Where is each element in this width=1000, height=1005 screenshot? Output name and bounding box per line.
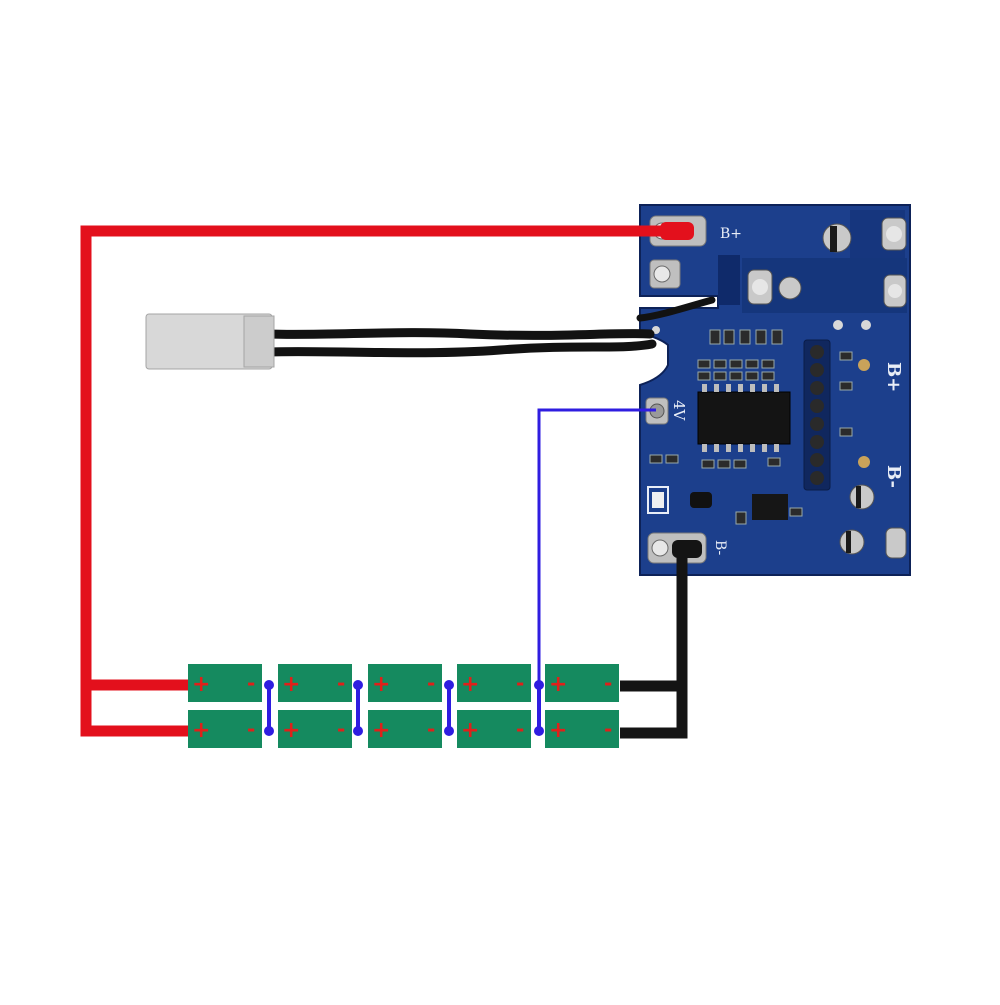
component-outline <box>647 486 669 514</box>
battery-cell-body <box>368 664 442 702</box>
battery-cell-body <box>457 710 531 748</box>
cell-negative-sign: - <box>427 671 435 695</box>
cell-negative-sign: - <box>516 717 524 741</box>
cell-negative-sign: - <box>604 671 612 695</box>
battery-cell: +- <box>457 710 531 748</box>
battery-cell-body <box>188 710 262 748</box>
connector-cable <box>145 296 716 370</box>
cell-positive-sign: + <box>549 718 567 743</box>
battery-pack: +-+-+-+-+-+-+-+-+-+- <box>188 664 619 748</box>
battery-cell: +- <box>457 664 531 702</box>
cell-positive-sign: + <box>549 672 567 697</box>
b-minus-bottom-label: B- <box>712 540 728 556</box>
cell-positive-sign: + <box>461 672 479 697</box>
cell-negative-sign: - <box>604 717 612 741</box>
link-node <box>444 680 454 690</box>
link-node <box>534 726 544 736</box>
cell-positive-sign: + <box>192 672 210 697</box>
balance-wire <box>537 408 656 732</box>
cell-negative-sign: - <box>337 717 345 741</box>
cell-negative-sign: - <box>247 671 255 695</box>
battery-cell-body <box>457 664 531 702</box>
positive-wire-end <box>660 222 694 240</box>
battery-cell-body <box>368 710 442 748</box>
cell-negative-sign: - <box>337 671 345 695</box>
battery-cell: +- <box>368 710 442 748</box>
cell-negative-sign: - <box>427 717 435 741</box>
cell-positive-sign: + <box>192 718 210 743</box>
link-nodes <box>264 680 544 736</box>
b-plus-top-label: B+ <box>720 226 742 242</box>
link-node <box>534 680 544 690</box>
screw-terminal <box>778 276 802 300</box>
cell-positive-sign: + <box>282 672 300 697</box>
bms-board: B+ B+ <box>639 204 911 576</box>
secondary-ic-chip <box>752 494 788 520</box>
link-node <box>264 726 274 736</box>
pin-header <box>803 339 831 491</box>
link-node <box>353 680 363 690</box>
series-links <box>267 685 541 731</box>
connector-plug <box>145 313 275 370</box>
connector-wire <box>636 296 716 322</box>
screw-terminal <box>822 223 852 253</box>
battery-cell-body <box>278 664 352 702</box>
link-node <box>444 726 454 736</box>
b-minus-right-label: B- <box>883 465 904 488</box>
b-plus-mid-pad <box>858 359 870 371</box>
cell-negative-sign: - <box>247 717 255 741</box>
four-v-label: 4V <box>670 400 688 422</box>
cell-positive-sign: + <box>372 718 390 743</box>
battery-cell: +- <box>188 710 262 748</box>
battery-cell-body <box>545 664 619 702</box>
cell-positive-sign: + <box>282 718 300 743</box>
battery-cell: +- <box>188 664 262 702</box>
cell-negative-sign: - <box>516 671 524 695</box>
cell-positive-sign: + <box>461 718 479 743</box>
battery-cell: +- <box>278 664 352 702</box>
cell-positive-sign: + <box>372 672 390 697</box>
screw-terminal <box>839 529 865 555</box>
positive-main-wire <box>80 225 690 737</box>
link-node <box>353 726 363 736</box>
negative-main-wire <box>620 548 688 739</box>
pcb-mounting-slot <box>718 255 740 305</box>
smd-components <box>649 329 853 525</box>
wiring <box>80 222 702 739</box>
battery-cell: +- <box>278 710 352 748</box>
battery-cell-body <box>188 664 262 702</box>
battery-cell-body <box>545 710 619 748</box>
screw-terminal <box>881 217 907 251</box>
screw-terminal <box>885 527 907 559</box>
b-plus-mid-label: B+ <box>883 362 904 392</box>
battery-cell: +- <box>545 710 619 748</box>
link-node <box>264 680 274 690</box>
battery-cell-body <box>278 710 352 748</box>
battery-cell: +- <box>545 664 619 702</box>
connector-wire <box>263 328 655 340</box>
main-ic-chip <box>697 384 791 452</box>
screw-terminal <box>747 269 773 305</box>
negative-wire-end <box>672 540 702 558</box>
battery-cell: +- <box>368 664 442 702</box>
transistor <box>690 492 712 508</box>
connector-wire <box>263 339 657 358</box>
pcb-via <box>861 320 871 330</box>
top-pad-2 <box>649 259 681 289</box>
screw-terminal <box>883 274 907 308</box>
screw-terminal <box>849 484 875 510</box>
b-minus-mid-pad <box>858 456 870 468</box>
pcb-via <box>833 320 843 330</box>
